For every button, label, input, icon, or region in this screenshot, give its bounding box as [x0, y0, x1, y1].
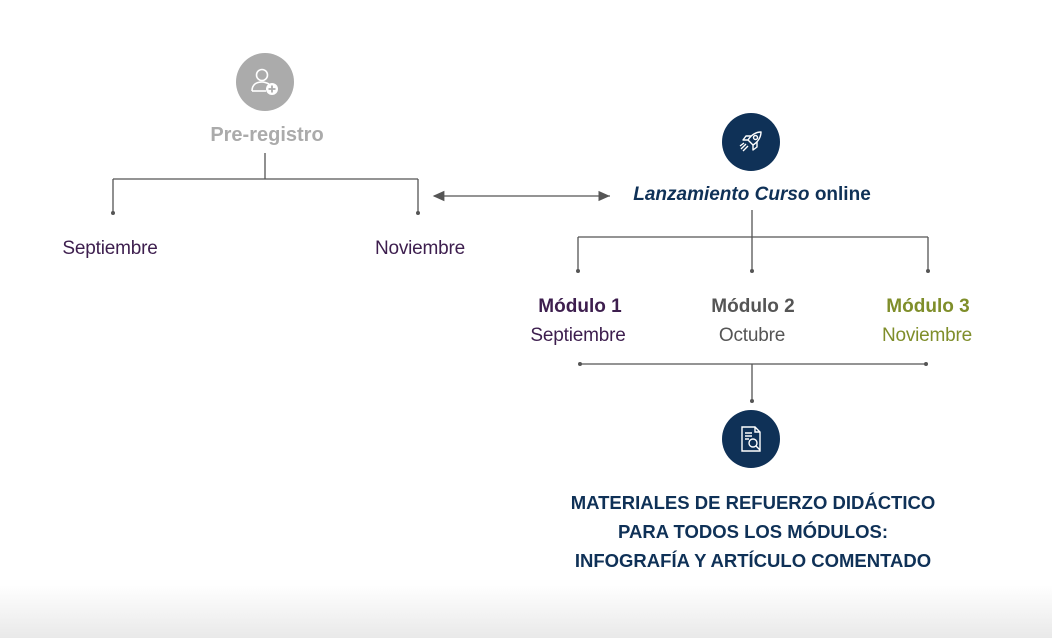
- module-2-month: Octubre: [718, 325, 786, 346]
- lanzamiento-title-rest: online: [809, 184, 871, 205]
- endpoint-dot: [578, 362, 582, 366]
- endpoint-dot: [750, 269, 754, 273]
- endpoint-dot: [750, 399, 754, 403]
- module-2-title: Módulo 2: [711, 296, 795, 317]
- module-3-month: Noviembre: [881, 325, 973, 346]
- user-add-icon: [251, 68, 278, 95]
- preregistro-month-noviembre: Noviembre: [374, 238, 466, 259]
- materiales-line-1: MATERIALES DE REFUERZO DIDÁCTICO: [570, 492, 936, 513]
- document-search-icon: [741, 426, 761, 452]
- preregistro-title: Pre-registro: [210, 124, 324, 146]
- endpoint-dot: [111, 211, 115, 215]
- endpoint-dot: [926, 269, 930, 273]
- materiales-line-2: PARA TODOS LOS MÓDULOS:: [618, 521, 888, 542]
- lanzamiento-title-italic: Lanzamiento Curso: [633, 184, 810, 205]
- materiales-icon-circle: [722, 410, 780, 468]
- endpoint-dot: [924, 362, 928, 366]
- materiales-line-3: INFOGRAFÍA Y ARTÍCULO COMENTADO: [574, 550, 932, 571]
- module-1-title: Módulo 1: [538, 296, 622, 317]
- module-1-month: Septiembre: [530, 325, 626, 346]
- lanzamiento-icon-circle: [722, 113, 780, 171]
- preregistro-month-septiembre: Septiembre: [62, 238, 158, 259]
- rocket-icon: [739, 131, 762, 152]
- lanzamiento-title: Lanzamiento Curso online: [633, 184, 871, 206]
- preregistro-icon-circle: [236, 53, 294, 111]
- endpoint-dot: [416, 211, 420, 215]
- module-3-title: Módulo 3: [886, 296, 970, 317]
- endpoint-dot: [576, 269, 580, 273]
- materiales-text: MATERIALES DE REFUERZO DIDÁCTICO PARA TO…: [571, 488, 936, 575]
